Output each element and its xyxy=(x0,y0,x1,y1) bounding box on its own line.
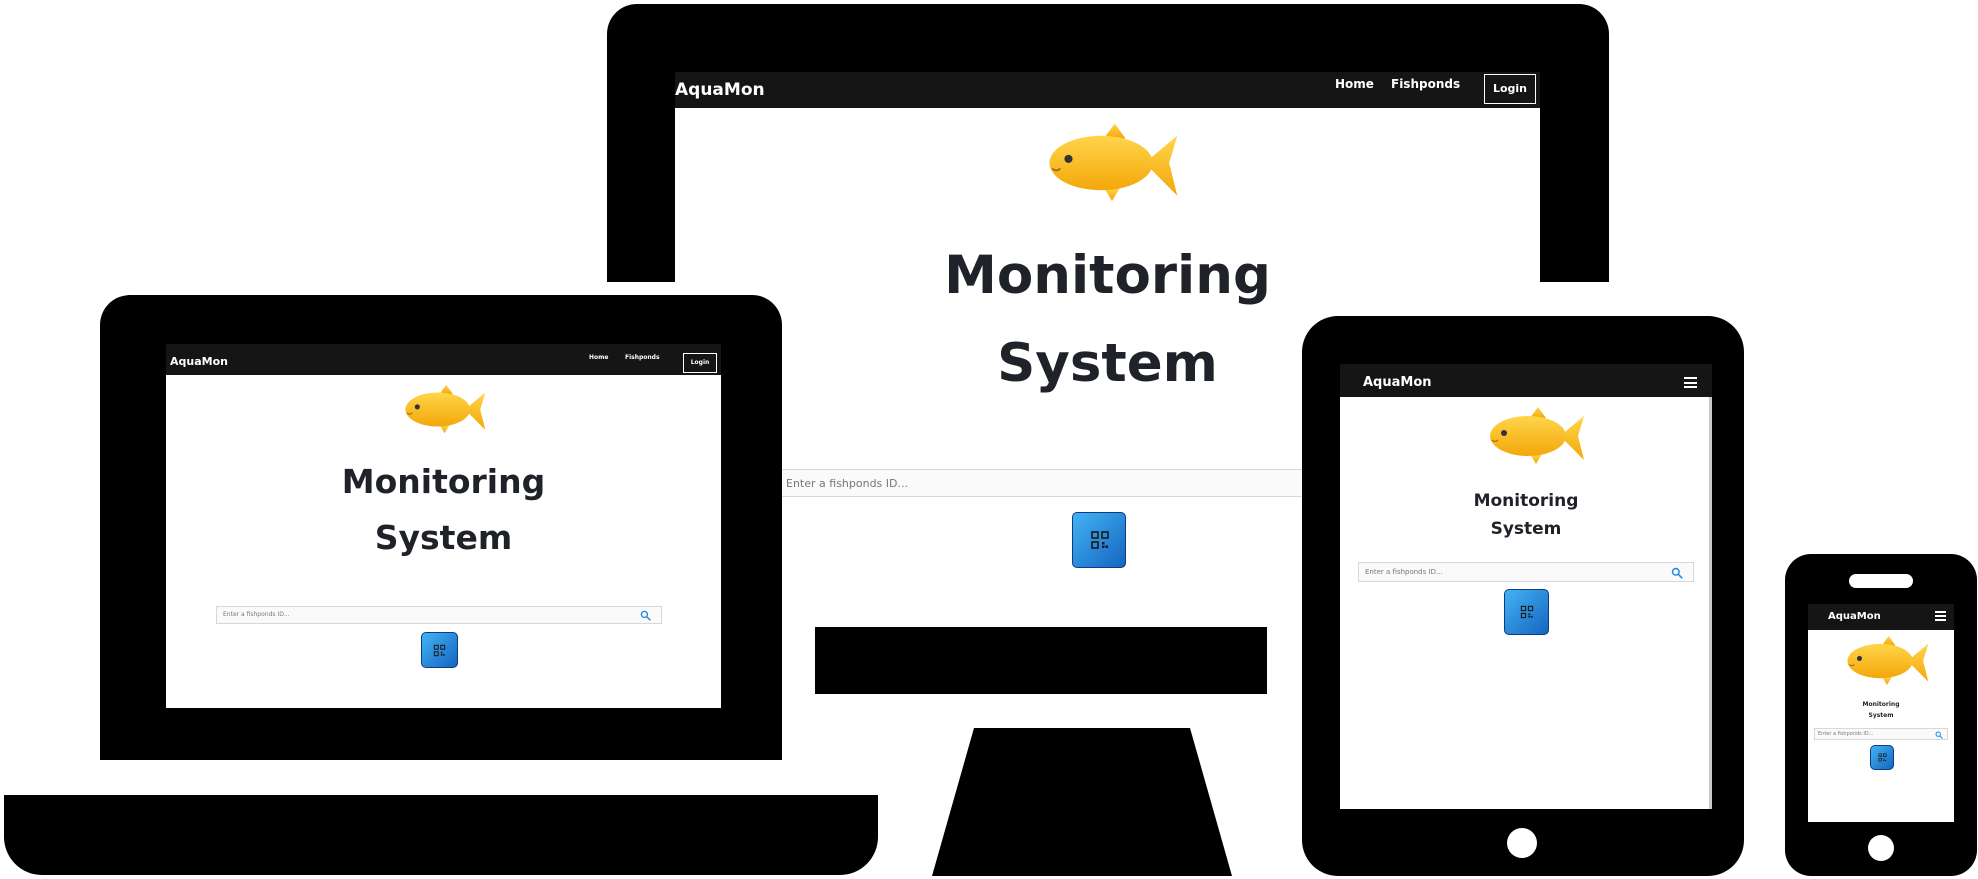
qr-scan-button[interactable] xyxy=(421,632,458,668)
tablet-screen: AquaMon Monitoring System Enter a fishpo… xyxy=(1340,364,1712,809)
search-placeholder: Enter a fishponds ID... xyxy=(1365,568,1443,576)
monitor-chin xyxy=(815,626,1267,694)
fish-icon xyxy=(402,383,487,436)
qr-scan-button[interactable] xyxy=(1504,589,1549,635)
page-title-line1: Monitoring xyxy=(944,245,1271,306)
navbar: AquaMon Home Fishponds Login xyxy=(166,344,721,375)
nav-fishponds-link[interactable]: Fishponds xyxy=(625,354,660,361)
search-icon[interactable] xyxy=(1935,731,1943,739)
search-icon[interactable] xyxy=(1671,567,1683,579)
laptop-base xyxy=(4,795,878,875)
fish-icon xyxy=(1844,635,1930,687)
search-placeholder: Enter a fishponds ID... xyxy=(223,611,290,618)
search-input[interactable]: Enter a fishponds ID... xyxy=(1814,728,1948,740)
navbar: AquaMon xyxy=(1340,364,1712,397)
nav-fishponds-link[interactable]: Fishponds xyxy=(1391,77,1461,91)
qr-code-icon xyxy=(433,644,446,657)
hamburger-menu-icon[interactable] xyxy=(1684,377,1697,388)
search-input[interactable]: Enter a fishponds ID... xyxy=(1358,562,1694,582)
qr-scan-button[interactable] xyxy=(1072,512,1126,568)
page-title-line1: Monitoring xyxy=(1473,491,1579,511)
qr-scan-button[interactable] xyxy=(1870,745,1894,770)
scrollbar[interactable] xyxy=(1709,397,1712,809)
nav-home-link[interactable]: Home xyxy=(1335,77,1374,91)
login-button[interactable]: Login xyxy=(1484,74,1536,104)
page-title-line2: System xyxy=(374,518,513,557)
fish-icon xyxy=(1044,121,1180,205)
brand-logo[interactable]: AquaMon xyxy=(1363,375,1432,390)
navbar: AquaMon Home Fishponds Login xyxy=(675,72,1540,108)
login-button[interactable]: Login xyxy=(683,353,717,373)
qr-code-icon xyxy=(1878,753,1887,762)
search-input[interactable]: Enter a fishponds ID... xyxy=(216,606,662,624)
brand-logo[interactable]: AquaMon xyxy=(675,80,765,100)
tablet-home-button[interactable] xyxy=(1507,828,1537,858)
hamburger-menu-icon[interactable] xyxy=(1935,611,1946,621)
search-icon[interactable] xyxy=(640,610,651,621)
qr-code-icon xyxy=(1090,530,1110,550)
page-title-line1: Monitoring xyxy=(341,462,546,501)
page-title-line1: Monitoring xyxy=(1862,701,1900,708)
phone-speaker xyxy=(1849,574,1913,588)
page-title-line2: System xyxy=(1868,712,1894,719)
brand-logo[interactable]: AquaMon xyxy=(170,355,228,368)
page-title-line2: System xyxy=(1490,519,1562,539)
fish-icon xyxy=(1486,406,1586,466)
search-placeholder: Enter a fishponds ID... xyxy=(1818,731,1874,737)
phone-screen: AquaMon Monitoring System Enter a fishpo… xyxy=(1808,604,1954,822)
monitor-stand-base xyxy=(932,728,1232,876)
navbar: AquaMon xyxy=(1808,604,1954,630)
laptop-screen: AquaMon Home Fishponds Login Monitoring … xyxy=(166,344,721,708)
page-title-line2: System xyxy=(997,333,1218,394)
qr-code-icon xyxy=(1520,605,1534,619)
search-placeholder: Enter a fishponds ID... xyxy=(786,477,908,490)
nav-home-link[interactable]: Home xyxy=(589,354,609,361)
brand-logo[interactable]: AquaMon xyxy=(1828,611,1881,622)
phone-home-button[interactable] xyxy=(1868,835,1894,861)
